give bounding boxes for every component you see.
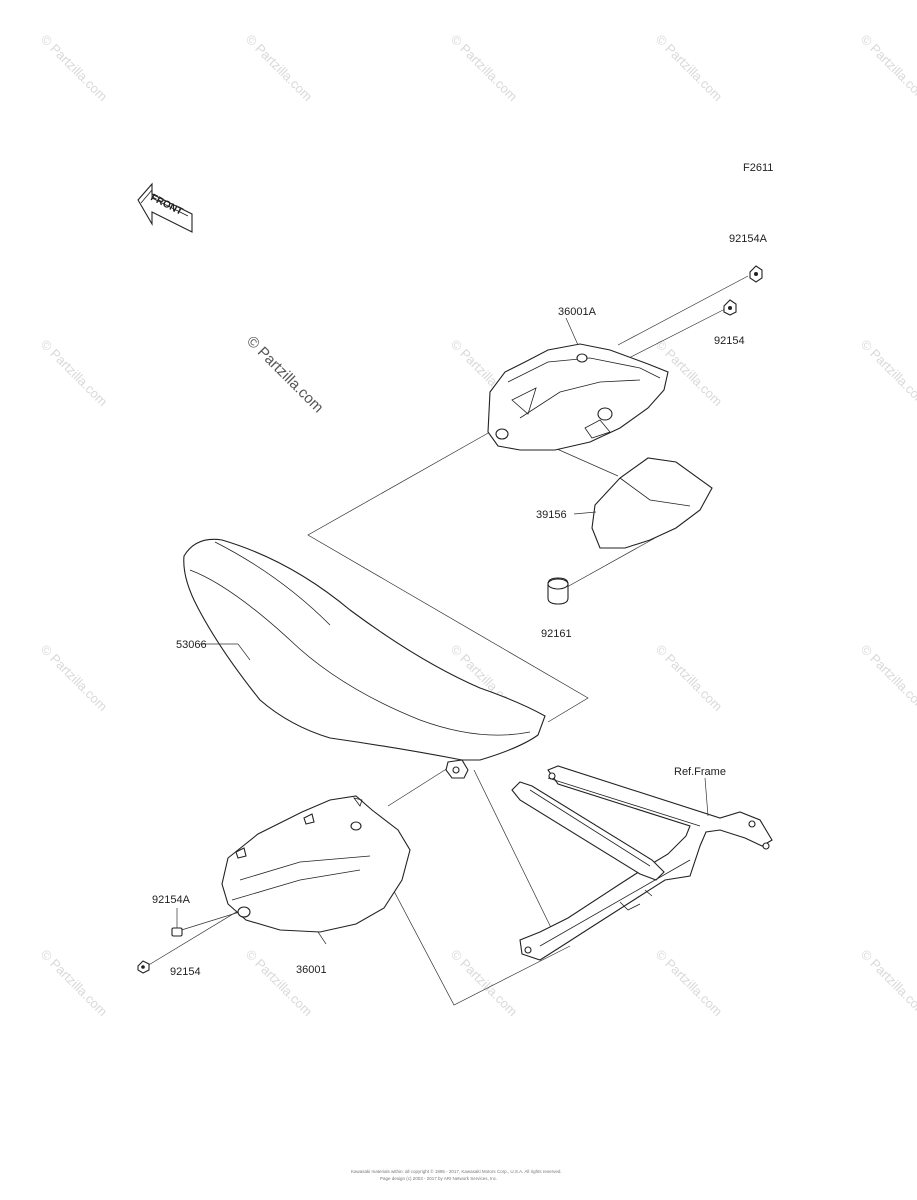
footer-design: Page design (c) 2003 - 2017 by ARI Netwo… [380, 1176, 497, 1181]
watermark-grid: © Partzilla.com © Partzilla.com © Partzi… [38, 32, 917, 1020]
watermark: © Partzilla.com [38, 337, 111, 410]
label-ref-frame: Ref.Frame [674, 766, 726, 778]
footer-copyright: Kawasaki materials within: all copyright… [351, 1168, 562, 1174]
label-92154-top: 92154 [714, 335, 745, 347]
watermark: © Partzilla.com [858, 32, 917, 105]
label-36001A: 36001A [558, 306, 597, 318]
watermark: © Partzilla.com [858, 337, 917, 410]
collar-92161 [547, 577, 569, 605]
seat-53066 [183, 538, 546, 761]
guard-39156 [573, 457, 713, 549]
watermark: © Partzilla.com [243, 947, 316, 1020]
label-92154-bottom: 92154 [170, 966, 201, 978]
center-watermark: © Partzilla.com [243, 333, 326, 416]
side-cover-36001 [221, 795, 411, 945]
sub-frame [511, 765, 773, 961]
front-arrow-icon: FRONT [137, 182, 193, 233]
watermark: © Partzilla.com [858, 642, 917, 715]
watermark: © Partzilla.com [653, 32, 726, 105]
watermark: © Partzilla.com [448, 32, 521, 105]
label-39156: 39156 [536, 509, 567, 521]
label-36001: 36001 [296, 964, 327, 976]
seat-bracket [445, 759, 469, 779]
watermark: © Partzilla.com [448, 947, 521, 1020]
part-labels: 92154A 36001A 92154 39156 92161 53066 Re… [152, 233, 768, 978]
watermark: © Partzilla.com [243, 32, 316, 105]
bolt-92154A-bottom [171, 908, 183, 937]
label-92161: 92161 [541, 628, 572, 640]
watermark: © Partzilla.com [653, 642, 726, 715]
label-53066: 53066 [176, 639, 207, 651]
watermark: © Partzilla.com [38, 947, 111, 1020]
label-92154A-bottom: 92154A [152, 894, 191, 906]
watermark: © Partzilla.com [38, 32, 111, 105]
figure-code: F2611 [743, 162, 773, 174]
bolt-92154-top [723, 299, 737, 316]
watermark: © Partzilla.com [38, 642, 111, 715]
bolt-92154A-top [749, 265, 763, 283]
watermark: © Partzilla.com [858, 947, 917, 1020]
label-92154A-top: 92154A [729, 233, 768, 245]
bolt-92154-bottom [137, 960, 150, 974]
side-cover-36001A [487, 317, 669, 451]
watermark: © Partzilla.com [653, 947, 726, 1020]
